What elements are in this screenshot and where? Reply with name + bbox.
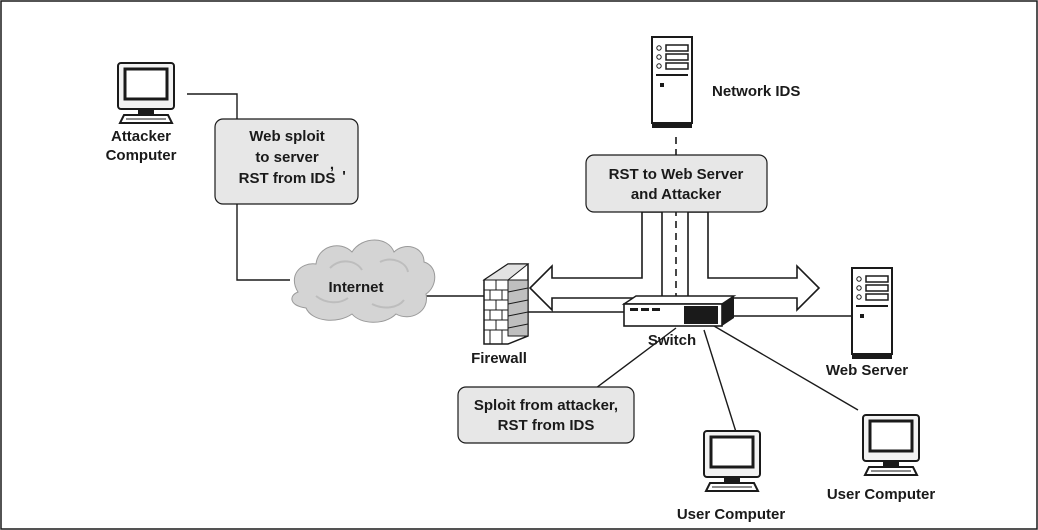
web-sploit-callout: Web sploit to server , RST from IDS ' <box>214 118 359 205</box>
sploit-from-attacker-callout: Sploit from attacker, RST from IDS <box>457 386 635 444</box>
rst-double-arrow <box>528 211 821 312</box>
internet-cloud-icon <box>291 239 436 323</box>
web-sploit-line2-mark: , <box>330 156 334 173</box>
attacker-computer-icon <box>116 61 176 125</box>
network-ids-server-icon <box>651 36 693 129</box>
attacker-label-line1: Attacker <box>111 128 171 145</box>
attacker-label-line2: Computer <box>106 147 177 164</box>
sploit-from-attacker-line1: Sploit from attacker, <box>474 397 618 414</box>
switch-label: Switch <box>648 332 696 349</box>
web-sploit-line3-mark: ' <box>342 168 346 185</box>
user-computer-icon <box>861 413 921 477</box>
firewall-wall-icon <box>482 263 530 345</box>
user-computer-2-label: User Computer <box>827 486 936 503</box>
user-computer-1-label: User Computer <box>677 506 786 523</box>
web-server-icon <box>851 267 893 360</box>
web-sploit-line3: RST from IDS <box>239 170 336 187</box>
firewall-label: Firewall <box>471 350 527 367</box>
web-sploit-line2: to server <box>255 149 319 166</box>
rst-to-server-line2: and Attacker <box>631 186 721 203</box>
user-computer-icon <box>702 429 762 493</box>
web-server-label: Web Server <box>826 362 908 379</box>
internet-label: Internet <box>328 279 383 296</box>
web-sploit-line1: Web sploit <box>249 128 325 145</box>
network-switch-icon <box>621 295 737 327</box>
rst-to-server-line1: RST to Web Server <box>609 166 744 183</box>
network-ids-label: Network IDS <box>712 83 800 100</box>
rst-to-server-callout: RST to Web Server and Attacker <box>585 154 768 213</box>
sploit-from-attacker-line2: RST from IDS <box>498 417 595 434</box>
